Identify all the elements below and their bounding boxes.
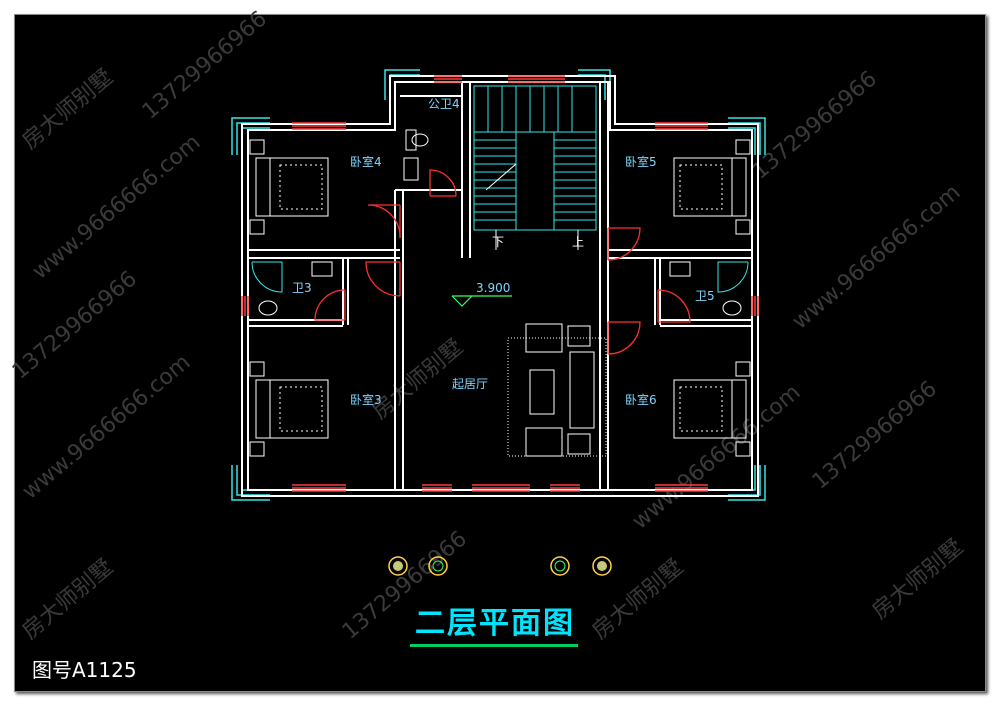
column-symbols [388,556,612,576]
watermark-text: 13729966966 [8,266,142,384]
windows [241,75,759,492]
title-underline [410,644,578,647]
room-labels: 公卫4 卧室4 卧室5 卫3 卫5 卧室3 卧室6 起居厅 下 上 [292,97,715,407]
stair-up-label: 上 [572,235,584,249]
bed-bedroom3 [249,361,329,457]
bed-bedroom4 [249,139,329,235]
watermark-text: 房大师别墅 [18,555,118,645]
room-label-bed4: 卧室4 [350,154,382,169]
room-label-bed6: 卧室6 [625,392,657,407]
living-furniture [507,323,607,457]
room-label-bath5: 卫5 [695,289,715,303]
drawing-title: 二层平面图 [415,606,575,641]
drawing-number: 图号A1125 [32,658,137,682]
watermark-text: 13729966966 [748,66,882,184]
watermark-text: www.9666666.com [18,350,196,505]
watermark-text: 13729966966 [138,6,272,124]
watermark-text: 13729966966 [808,376,942,494]
watermark-text: www.9666666.com [788,180,966,335]
room-label-bath4: 公卫4 [428,97,460,111]
drawing-frame [14,14,986,692]
elevation-marker: 3.900 [451,281,512,307]
room-label-bath3: 卫3 [292,281,312,295]
bed-bedroom5 [673,139,751,235]
room-label-living: 起居厅 [452,377,488,391]
door-swings [314,169,691,355]
elevation-value: 3.900 [476,281,510,295]
staircase [473,85,597,250]
room-label-bed3: 卧室3 [350,392,382,407]
bathroom-fixtures [251,129,749,316]
watermark-text: www.9666666.com [28,130,206,285]
bed-bedroom6 [673,361,751,457]
stair-down-label: 下 [492,235,504,249]
watermark-text: 房大师别墅 [868,535,968,625]
room-label-bed5: 卧室5 [625,154,657,169]
beds [249,139,751,457]
watermark-text: 房大师别墅 [18,65,118,155]
